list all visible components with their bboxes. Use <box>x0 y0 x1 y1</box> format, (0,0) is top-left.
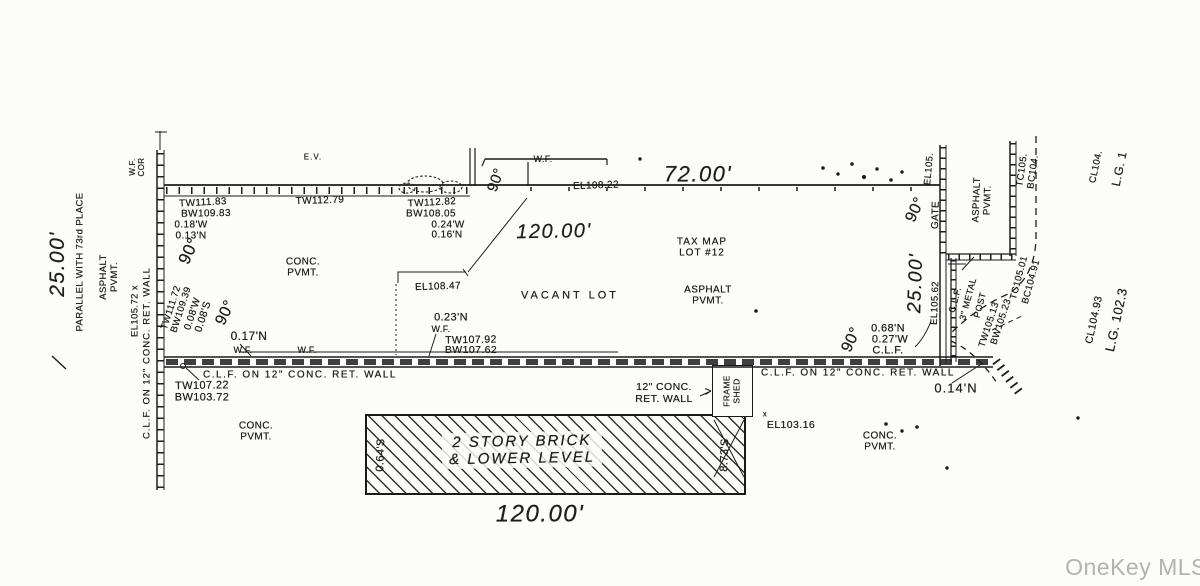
label-conc-pvmt-bottom-left: CONC. PVMT. <box>238 420 274 443</box>
label-wf-mid-wall: W.F. <box>297 344 317 355</box>
shrub-symbols <box>398 175 463 194</box>
label-bc104-top: BC104. <box>1025 154 1041 190</box>
label-angle-90-top-right: 90° <box>902 194 929 225</box>
label-wf-corner: W.F. COR <box>127 157 146 177</box>
label-clf-ret-wall-bottom-right: C.L.F. ON 12" CONC. RET. WALL <box>761 367 955 379</box>
label-2-story-brick: 2 STORY BRICK & LOWER LEVEL <box>441 430 603 470</box>
label-offset-873s: 8.73'S <box>718 438 732 472</box>
label-offset-018w: 0.18'W <box>174 219 208 231</box>
label-ev: E.V. <box>303 152 323 162</box>
label-angle-90-notch: 90° <box>483 165 509 195</box>
label-tax-map-lot-12: TAX MAP LOT #12 <box>676 236 728 259</box>
watermark-onekey-mls: OneKey MLS <box>1065 553 1200 580</box>
label-el108-47: EL108.47 <box>414 280 462 294</box>
driveway-hatch <box>992 358 1023 395</box>
label-bw103-72: BW103.72 <box>174 391 230 404</box>
label-cl104-top: CL104. <box>1087 149 1105 185</box>
label-angle-90-bottom-right: 90° <box>838 324 865 355</box>
label-bw108-05: BW108.05 <box>406 208 456 220</box>
label-clf-bottom-right: C.L.F. <box>872 344 904 357</box>
label-el105-gate: EL105. <box>922 152 936 186</box>
label-el105-62: EL105.62 <box>928 280 942 326</box>
label-offset-023n: 0.23'N <box>434 311 468 324</box>
label-el108-22: EL108.22 <box>572 179 620 193</box>
label-angle-90-bottom-left: 90° <box>212 297 239 328</box>
label-offset-027w: 0.27'W <box>871 333 909 346</box>
label-offset-014n: 0.14'N <box>934 380 978 396</box>
label-offset-024w: 0.24'W <box>431 219 465 231</box>
label-frame-shed: FRAME SHED <box>721 375 741 407</box>
label-el103-16: EL103.16 <box>766 419 816 432</box>
label-asphalt-pvmt-center: ASPHALT PVMT. <box>684 284 732 307</box>
label-parallel-73rd-place: PARALLEL WITH 73rd PLACE <box>74 192 86 332</box>
label-offset-068n: 0.68'N <box>871 322 905 335</box>
label-tw112-79: TW112.79 <box>295 194 345 208</box>
label-offset-017n: 0.17'N <box>230 329 268 344</box>
label-asphalt-pvmt-right: ASPHALT PVMT. <box>970 176 994 223</box>
label-lg-top: L.G. 1 <box>1108 150 1130 188</box>
label-wf-top: W.F. <box>533 153 553 164</box>
label-bw109-83: BW109.83 <box>180 207 232 220</box>
label-cl104-93: CL104.93 <box>1083 294 1105 345</box>
label-tw107-22: TW107.22 <box>174 379 230 393</box>
dim-25-left: 25.00' <box>46 231 70 297</box>
label-gate: GATE <box>929 200 942 230</box>
label-el105-72: EL105.72 x <box>129 284 141 338</box>
label-bw107-62: BW107.62 <box>444 344 498 357</box>
dim-25-right: 25.00' <box>904 252 928 314</box>
label-12in-conc-ret-wall: 12" CONC. RET. WALL <box>635 381 693 405</box>
label-lg102-3: L.G. 102.3 <box>1102 286 1131 354</box>
frame-shed-footprint <box>712 365 753 417</box>
label-clf-ret-wall-left: C.L.F. ON 12" CONC. RET. WALL <box>141 267 153 439</box>
label-asphalt-pvmt-left: ASPHALT PVMT. <box>98 254 120 300</box>
label-wf-center: W.F. <box>431 323 451 334</box>
label-vacant-lot: VACANT LOT <box>520 289 620 302</box>
label-wf-017: W.F. <box>233 344 253 355</box>
dim-120-middle: 120.00' <box>516 219 592 244</box>
label-conc-pvmt-upper-left: CONC. PVMT. <box>285 256 321 279</box>
label-offset-064s: 0.64'S <box>374 438 388 472</box>
label-el103-16-mark: x <box>762 409 768 419</box>
dim-120-bottom: 120.00' <box>495 500 585 528</box>
label-clf-ret-wall-bottom-left: C.L.F. ON 12" CONC. RET. WALL <box>203 369 397 381</box>
label-conc-pvmt-bottom-right: CONC. PVMT. <box>862 430 898 453</box>
label-offset-016n: 0.16'N <box>431 229 463 241</box>
label-offset-013n: 0.13'N <box>175 230 207 242</box>
dim-72-top: 72.00' <box>663 161 733 187</box>
